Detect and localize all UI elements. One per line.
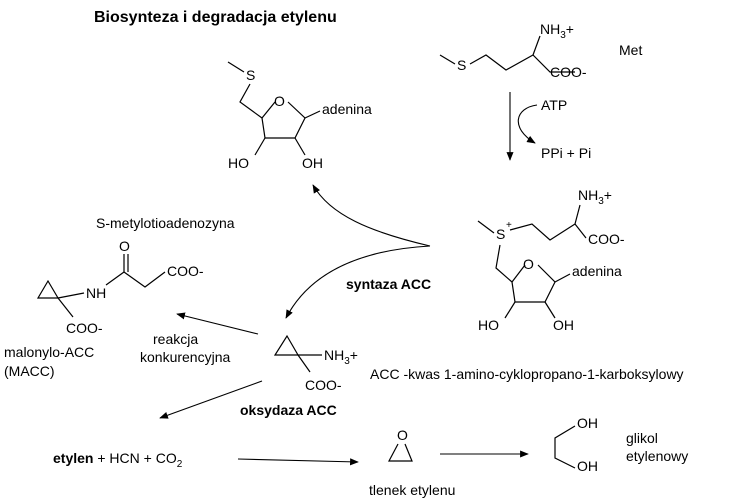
mta-structure: S O adenina HO OH — [227, 61, 372, 171]
oksydaza-label: oksydaza ACC — [240, 402, 337, 418]
arrow-to-mta — [312, 184, 431, 247]
methionine-structure: S NH3+ COO- Met — [439, 21, 642, 80]
sam-oh-label: OH — [553, 317, 574, 333]
competitive-reaction-arrow — [176, 312, 259, 335]
arrow-to-acc — [285, 245, 431, 319]
met-amino: NH3+ — [540, 21, 574, 41]
atp-curl-arrow — [517, 104, 538, 144]
acc-to-ethylene-arrow — [159, 380, 263, 419]
glycol-name-1: glikol — [626, 430, 658, 446]
mta-name: S-metylotioadenozyna — [96, 215, 235, 231]
mta-oh-label: OH — [302, 155, 323, 171]
mta-ho-label: HO — [228, 155, 249, 171]
reakcja-label: reakcja — [153, 331, 198, 347]
ethylene-oxide-name: tlenek etylenu — [369, 482, 455, 498]
macc-carbonyl-oxygen: O — [119, 238, 130, 254]
ethylene-oxide-structure: O — [388, 427, 413, 462]
ethylene-to-oxide-arrow — [237, 458, 359, 466]
acc-description: ACC -kwas 1-amino-cyklopropano-1-karboks… — [370, 366, 684, 382]
sam-ho-label: HO — [478, 317, 499, 333]
konkurencyjna-label: konkurencyjna — [140, 349, 230, 365]
met-sulfur: S — [457, 57, 466, 73]
sam-adenine-label: adenina — [572, 263, 622, 279]
sam-sulfur: S — [496, 226, 505, 242]
glycol-oh-top: OH — [577, 415, 598, 431]
acc-amino: NH3+ — [324, 347, 358, 367]
met-carboxylate: COO- — [550, 64, 587, 80]
macc-nh: NH — [86, 285, 106, 301]
mta-ring-oxygen: O — [274, 93, 285, 109]
sam-structure: S + NH3+ COO- O adenina HO OH — [477, 187, 625, 333]
ethylene-product: etylen — [53, 450, 93, 466]
macc-coo: COO- — [167, 263, 204, 279]
ethylene-glycol-structure: OH OH — [554, 415, 598, 474]
met-label: Met — [619, 42, 642, 58]
macc-structure: COO- NH O COO- — [36, 238, 204, 336]
sam-ring-oxygen: O — [523, 256, 534, 272]
macc-carboxylate: COO- — [66, 320, 103, 336]
syntaza-label: syntaza ACC — [346, 276, 431, 292]
sam-sulfur-charge: + — [506, 220, 512, 231]
ppi-pi-label: PPi + Pi — [541, 145, 591, 161]
sam-amino: NH3+ — [578, 187, 612, 207]
epoxide-oxygen: O — [397, 427, 408, 443]
glycol-name-2: etylenowy — [626, 448, 688, 464]
glycol-oh-bottom: OH — [577, 458, 598, 474]
atp-label: ATP — [541, 97, 567, 113]
mta-sulfur: S — [246, 67, 255, 83]
macc-name: malonylo-ACC — [4, 344, 94, 360]
acc-carboxylate: COO- — [305, 377, 342, 393]
macc-abbrev: (MACC) — [4, 363, 55, 379]
sam-carboxylate: COO- — [588, 231, 625, 247]
acc-structure: NH3+ COO- — [273, 334, 358, 393]
mta-adenine-label: adenina — [322, 101, 372, 117]
diagram-title: Biosynteza i degradacja etylenu — [94, 9, 337, 26]
products-line: etylen + HCN + CO2 — [53, 450, 183, 470]
